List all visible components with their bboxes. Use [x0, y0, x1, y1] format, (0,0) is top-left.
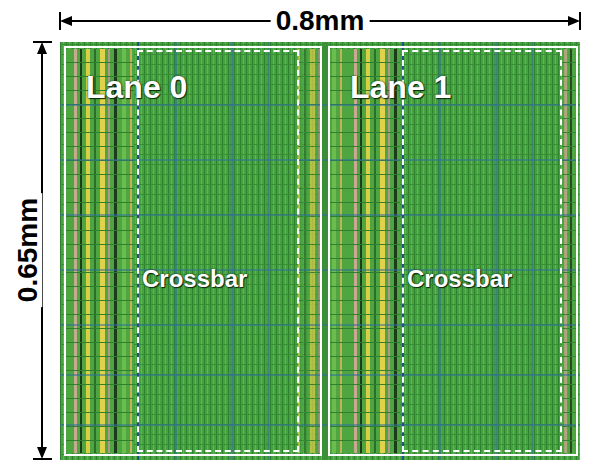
dimension-lines: [60, 16, 72, 26]
dimension-lines: [33, 41, 52, 43]
crossbar-block: Crossbar: [402, 50, 562, 452]
block-label: Crossbar: [142, 266, 247, 292]
metal-grid: [60, 42, 580, 460]
block-label: Crossbar: [407, 266, 512, 292]
lane-label: Lane 0: [86, 70, 187, 105]
crossbar-block: Crossbar: [137, 50, 299, 452]
metal-grid: [531, 42, 533, 460]
die-texture: [60, 42, 580, 460]
die-texture: [66, 49, 134, 453]
die-texture: [562, 49, 576, 453]
lane-label: Lane 1: [350, 70, 451, 105]
die-texture: [60, 42, 580, 460]
dimension-lines: [568, 16, 580, 26]
lane-block: Lane 0 Crossbar: [64, 46, 322, 456]
lane-block: Lane 1 Crossbar: [328, 46, 578, 456]
dimension-lines: [33, 12, 580, 459]
metal-grid: [267, 42, 269, 460]
metal-grid: [231, 42, 234, 460]
metal-grid: [495, 42, 498, 460]
dimension-lines: [37, 42, 47, 54]
dimension-label: 0.65mm: [13, 193, 42, 307]
die-texture: [330, 49, 400, 453]
dimension-lines: [33, 458, 52, 460]
dimension-lines: [37, 447, 47, 459]
die-texture: [298, 49, 320, 453]
dimension-label: 0.8mm: [271, 6, 370, 35]
